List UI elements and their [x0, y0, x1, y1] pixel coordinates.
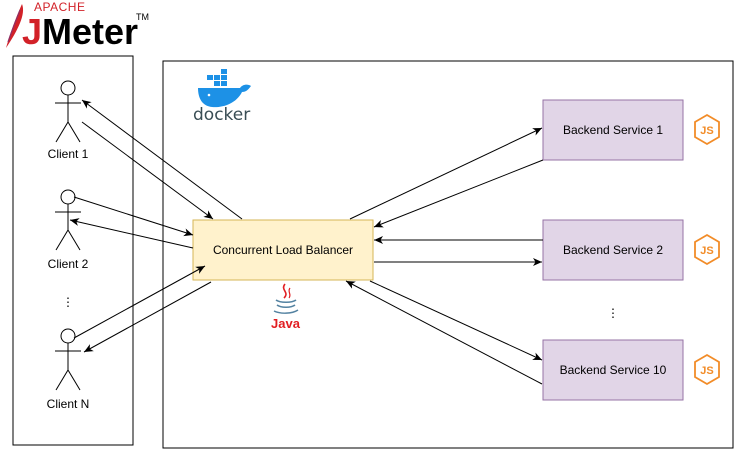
arrow-lb-to-service-10: [369, 280, 543, 361]
backend-service-1: Backend Service 1: [542, 99, 684, 161]
docker-whale-icon: [198, 69, 251, 108]
client-1-label: Client 1: [48, 147, 89, 161]
services-ellipsis: ⋮: [607, 306, 619, 320]
backend-service-10-box: [542, 339, 684, 401]
nodejs-icon: JS: [694, 233, 720, 266]
backend-service-1-label: Backend Service 1: [563, 123, 663, 137]
arrow-client-2-to-lb: [73, 196, 194, 237]
actor-icon: [55, 189, 81, 251]
backend-service-2-box: [542, 219, 684, 281]
arrow-lb-to-client-n: [83, 281, 212, 353]
jmeter-logo: APACHE J Meter TM: [6, 0, 149, 52]
nodejs-js-label: JS: [700, 125, 713, 137]
docker-logo: docker: [193, 69, 251, 125]
client-1: Client 1: [48, 80, 89, 161]
load-balancer-box: [192, 219, 374, 281]
backend-service-2: Backend Service 2: [542, 219, 684, 281]
backend-service-10-label: Backend Service 10: [560, 363, 667, 377]
docker-container: [162, 60, 734, 449]
actor-icon: [55, 80, 81, 143]
java-label: Java: [271, 316, 301, 331]
client-2-label: Client 2: [48, 257, 89, 271]
arrow-lb-to-client-2: [69, 218, 194, 249]
jmeter-apache-text: APACHE: [34, 0, 85, 14]
java-logo: Java: [271, 283, 301, 331]
load-balancer-node: Concurrent Load Balancer: [192, 219, 374, 281]
client-n: Client N: [47, 328, 90, 411]
clients-ellipsis: ⋮: [62, 295, 74, 309]
arrow-lb-to-service-1: [349, 127, 543, 220]
jmeter-tm-text: TM: [136, 12, 149, 22]
load-balancer-label: Concurrent Load Balancer: [213, 243, 353, 257]
backend-service-1-box: [542, 99, 684, 161]
arrow-client-1-to-lb: [81, 121, 214, 220]
clients-container: [12, 55, 134, 446]
client-n-label: Client N: [47, 397, 90, 411]
nodejs-js-label: JS: [700, 365, 713, 377]
arrow-service-1-to-lb: [373, 159, 544, 228]
nodejs-icon: JS: [694, 113, 720, 146]
nodejs-js-label: JS: [700, 245, 713, 257]
backend-service-10: Backend Service 10: [542, 339, 684, 401]
nodejs-icon: JS: [694, 353, 720, 386]
actor-icon: [55, 328, 81, 391]
arrow-service-10-to-lb: [345, 280, 543, 385]
client-2: Client 2: [48, 189, 89, 271]
arrow-lb-to-client-1: [81, 99, 243, 220]
jmeter-j-letter: J: [22, 11, 42, 52]
arrow-client-n-to-lb: [73, 265, 206, 339]
jmeter-name-text: Meter: [42, 11, 138, 52]
backend-service-2-label: Backend Service 2: [563, 243, 663, 257]
java-cup-icon: [273, 283, 299, 314]
docker-label: docker: [193, 105, 250, 125]
